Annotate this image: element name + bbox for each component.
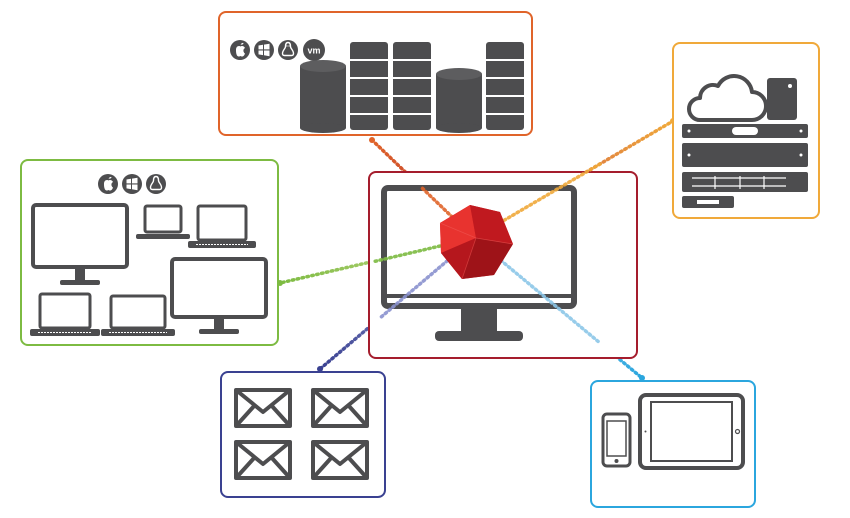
windows-icon — [122, 174, 142, 194]
endpoint-mobile — [639, 375, 645, 381]
servers-os-badges: vm — [230, 39, 325, 61]
desktop-monitor-1 — [31, 203, 129, 285]
laptop-2 — [188, 204, 256, 248]
red-cube-logo — [439, 205, 514, 280]
envelope-icon — [234, 388, 292, 428]
windows-icon — [254, 40, 274, 60]
laptop-4 — [101, 294, 175, 336]
linux-icon — [278, 40, 298, 60]
cloud-icon — [687, 74, 768, 122]
apple-icon — [98, 174, 118, 194]
mail-node — [220, 371, 386, 498]
server-cylinder-1 — [300, 60, 346, 133]
endpoint-mail — [317, 366, 323, 372]
envelope-icon — [311, 440, 369, 480]
cloud-node — [672, 42, 820, 219]
desktops-node — [20, 159, 279, 346]
server-cylinder-2 — [436, 68, 482, 133]
mini-server-icon — [767, 78, 797, 120]
center-node — [368, 162, 638, 359]
mobile-node — [590, 380, 756, 508]
smartphone-icon — [601, 412, 632, 468]
desktop-monitor-2 — [170, 257, 268, 334]
linux-icon — [146, 174, 166, 194]
small-drive — [682, 196, 734, 208]
mail-frame — [220, 371, 386, 498]
apple-icon — [230, 40, 250, 60]
rack-server-1 — [682, 124, 808, 138]
center-frame — [368, 171, 638, 359]
servers-node: vm — [218, 11, 533, 136]
connection-endpoints — [277, 118, 676, 381]
endpoint-servers — [369, 137, 375, 143]
server-tower-1 — [350, 42, 388, 130]
server-tower-2 — [393, 42, 431, 130]
tablet-icon — [638, 393, 745, 470]
rack-server-2 — [682, 143, 808, 167]
storage-array — [682, 172, 808, 192]
vmware-icon: vm — [303, 39, 325, 61]
envelope-icon — [311, 388, 369, 428]
vmware-label: vm — [307, 46, 320, 56]
mobile-frame — [590, 380, 756, 508]
desktops-os-badges — [98, 174, 166, 194]
server-tower-3 — [486, 42, 524, 130]
laptop-3 — [30, 292, 100, 336]
laptop-1 — [136, 204, 190, 239]
envelope-icon — [234, 440, 292, 480]
